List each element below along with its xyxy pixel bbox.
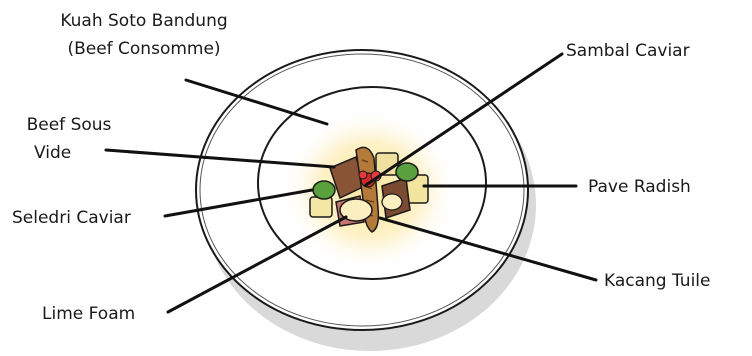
label-beef-sous-vide: Beef Sous Vide — [14, 114, 124, 164]
label-pave-radish: Pave Radish — [588, 176, 691, 198]
label-kuah-soto-bandung-line1: Kuah Soto Bandung — [44, 10, 244, 32]
lime-foam — [382, 194, 402, 210]
label-kacang-tuile: Kacang Tuile — [604, 270, 710, 292]
label-beef-sous-vide-line2: Vide — [14, 142, 124, 164]
label-lime-foam: Lime Foam — [42, 303, 135, 325]
seledri-caviar — [396, 163, 418, 181]
label-kuah-soto-bandung: Kuah Soto Bandung (Beef Consomme) — [44, 10, 244, 60]
label-seledri-caviar: Seledri Caviar — [12, 207, 131, 229]
sambal-caviar — [359, 171, 367, 179]
label-sambal-caviar: Sambal Caviar — [566, 40, 690, 62]
label-beef-sous-vide-line1: Beef Sous — [14, 114, 124, 136]
pave-radish-cube — [310, 197, 332, 217]
seledri-caviar — [313, 181, 335, 199]
label-kuah-soto-bandung-line2: (Beef Consomme) — [44, 38, 244, 60]
